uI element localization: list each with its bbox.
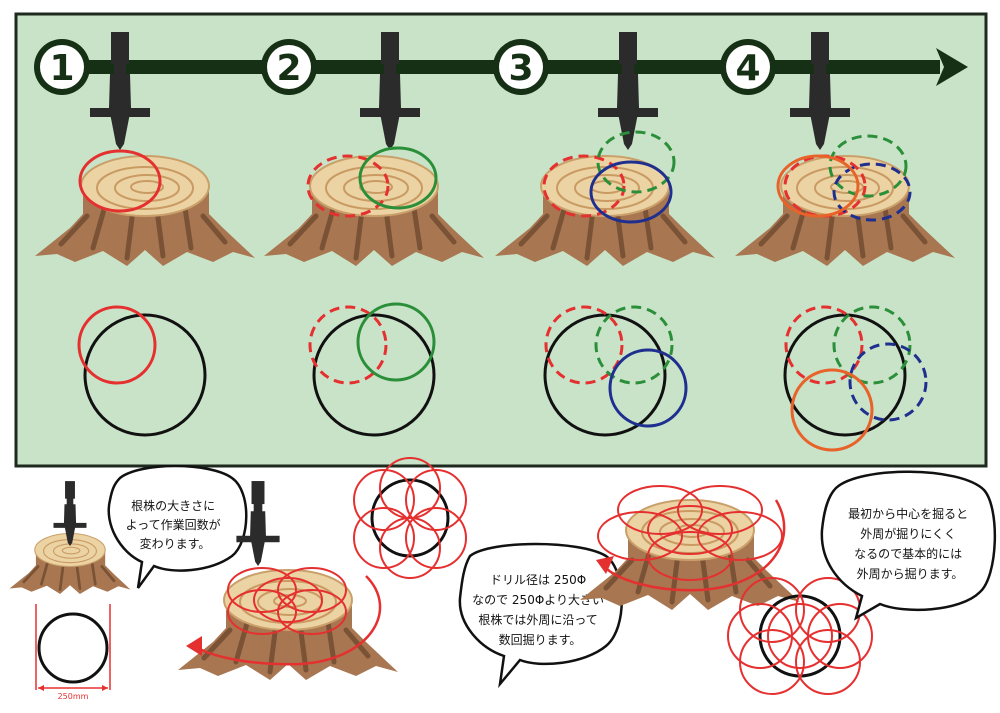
rotation-arrowhead-left [186,636,202,656]
bore-green-dashed-3 [596,130,676,194]
plan-outline-1 [83,313,207,437]
speech-bubble-order [820,470,997,621]
speech-bubble-drill [458,542,623,689]
plan-bore-red-4 [784,305,864,385]
bore-red-1 [78,149,162,213]
bore-pattern-plan-a [353,457,467,579]
plan-bore-red-1 [77,305,157,385]
speech-bubble-size [107,464,248,589]
bore-red-dashed-3 [542,154,626,218]
bore-blue-dashed-4 [832,162,912,222]
size-note-line-1: 根株の大きさに [131,498,215,513]
plan-bore-green-2 [356,302,436,382]
order-note-line-2: 外周が掘りにくく [860,526,956,541]
size-note-text: 根株の大きさに よって作業回数が 変わります。 [126,498,225,551]
size-note-line-2: よって作業回数が [126,517,221,532]
bore-green-dashed-4 [828,134,908,198]
step-number-4: 4 [735,48,760,89]
plan-bore-blue-3 [608,348,688,428]
dimension-label: 250mm [58,692,89,701]
step-badge-3: 3 [493,39,549,95]
large-bore-circles [597,485,783,581]
drill-note-text: ドリル径は 250Φ なので 250Φより大きい 根株では外周に沿って 数回掘り… [472,573,608,647]
drill-note-line-1: ドリル径は 250Φ [490,573,586,587]
step-badge-2: 2 [261,39,317,95]
drill-note-line-3: 根株では外周に沿って [478,612,597,627]
rotation-arrow-left [194,575,382,666]
bore-green-2 [358,146,438,210]
medium-bore-circles [227,567,347,635]
plan-bore-red-3 [544,305,624,385]
order-note-text: 最初から中心を掘ると 外周が掘りにくく なるので基本的には 外周から掘ります。 [848,506,972,581]
plan-bore-orange-4 [790,368,874,452]
step-number-3: 3 [508,48,533,89]
plan-bore-blue-4 [848,342,928,422]
step-number-2: 2 [276,48,301,89]
plan-bore-green-4 [832,305,912,385]
step-badge-1: 1 [34,39,90,95]
plan-bore-red-2 [308,305,388,385]
plan-outline-2 [312,313,436,437]
order-note-line-3: なるので基本的には [854,546,962,561]
drill-note-line-2: なので 250Φより大きい [472,593,604,607]
step-badge-4: 4 [720,39,776,95]
bore-orange-4 [776,154,860,218]
step-number-1: 1 [49,48,74,89]
dimension-figure [35,604,111,691]
size-note-line-3: 変わります。 [140,536,211,551]
order-note-line-4: 外周から掘ります。 [857,566,964,581]
bore-blue-3 [589,160,673,224]
order-note-line-1: 最初から中心を掘ると [848,506,968,521]
drill-note-line-4: 数回掘ります。 [499,632,582,647]
bore-red-dashed-2 [306,154,390,218]
plan-bore-green-3 [594,305,674,385]
rotation-arrowhead-right [596,556,614,574]
rotation-arrow-right [603,499,786,592]
